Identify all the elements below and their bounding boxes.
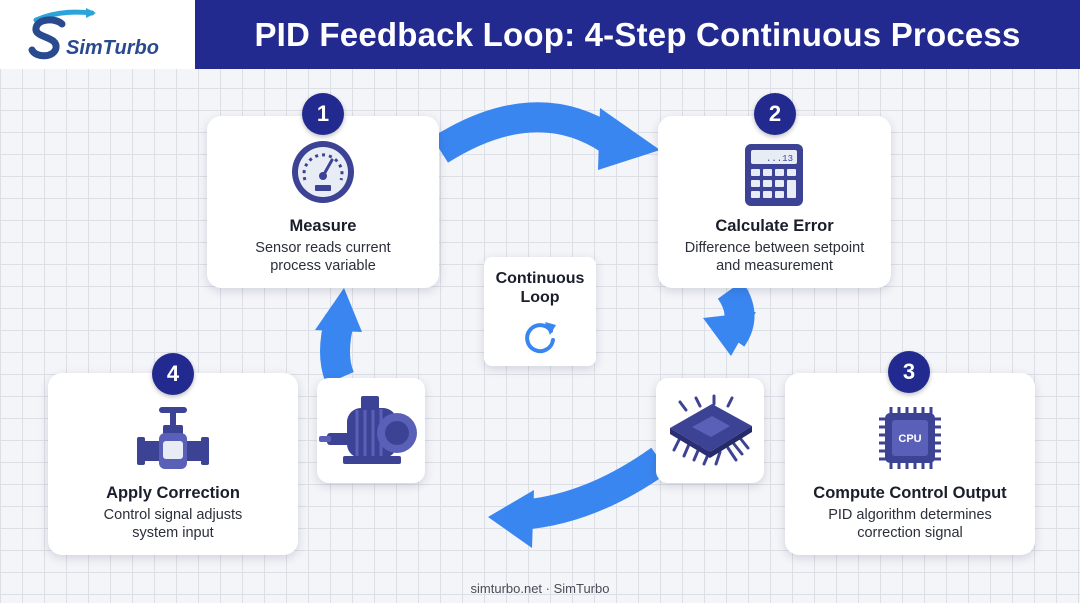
arrowhead-3 xyxy=(488,490,534,548)
step-desc-line2: and measurement xyxy=(716,258,833,274)
step-card-compute-control-output: CPU Compute Control Output PID algorithm… xyxy=(785,373,1035,555)
cpu-icon: CPU xyxy=(879,407,941,469)
continuous-loop-label: Continuous Loop xyxy=(484,257,596,366)
step-number-badge: 3 xyxy=(888,351,930,393)
gauge-icon xyxy=(292,141,354,203)
step-desc-line1: PID algorithm determines xyxy=(828,507,992,523)
motor-icon xyxy=(319,396,417,464)
chip-tile xyxy=(656,378,764,483)
arrowhead-2 xyxy=(703,312,756,356)
step-title: Calculate Error xyxy=(715,217,834,235)
cpu-label: CPU xyxy=(898,433,921,445)
refresh-icon xyxy=(525,322,556,354)
calculator-icon: ...13 xyxy=(745,144,803,206)
logo-text: SimTurbo xyxy=(66,37,159,59)
title-bar: PID Feedback Loop: 4-Step Continuous Pro… xyxy=(195,0,1080,69)
step-number-badge: 2 xyxy=(754,93,796,135)
step-desc-line2: correction signal xyxy=(857,525,963,541)
step-number-badge: 4 xyxy=(152,353,194,395)
page-title: PID Feedback Loop: 4-Step Continuous Pro… xyxy=(254,15,1021,53)
center-label-line1: Continuous xyxy=(495,270,585,287)
simturbo-logo-icon: SimTurbo xyxy=(28,8,159,60)
footer: simturbo.net · SimTurbo xyxy=(470,581,610,596)
step-card-calculate-error: ...13 Calculate Error Difference between… xyxy=(658,116,891,288)
step-desc-line1: Sensor reads current xyxy=(255,240,391,256)
arrow-measure-to-error xyxy=(431,102,619,163)
step-title: Compute Control Output xyxy=(813,484,1007,502)
chip-icon xyxy=(670,394,752,466)
motor-tile xyxy=(317,378,425,483)
step-title: Apply Correction xyxy=(106,484,240,502)
calculator-display-text: ...13 xyxy=(766,154,793,164)
arrowhead-1 xyxy=(598,108,660,170)
step-desc-line1: Control signal adjusts xyxy=(103,507,243,523)
step-desc-line2: system input xyxy=(132,525,214,541)
step-desc-line1: Difference between setpoint xyxy=(684,240,865,256)
step-number-badge: 1 xyxy=(302,93,344,135)
arrowhead-4 xyxy=(315,288,362,332)
step-desc-line2: process variable xyxy=(270,258,376,274)
step-card-apply-correction: Apply Correction Control signal adjusts … xyxy=(48,373,298,555)
valve-icon xyxy=(137,407,209,469)
logo: SimTurbo xyxy=(0,0,195,69)
step-card-measure: Measure Sensor reads current process var… xyxy=(207,116,439,288)
step-title: Measure xyxy=(289,217,357,235)
center-label-line2: Loop xyxy=(520,289,560,306)
header: SimTurbo PID Feedback Loop: 4-Step Conti… xyxy=(0,0,1080,69)
arrow-compute-to-correct xyxy=(518,447,669,530)
